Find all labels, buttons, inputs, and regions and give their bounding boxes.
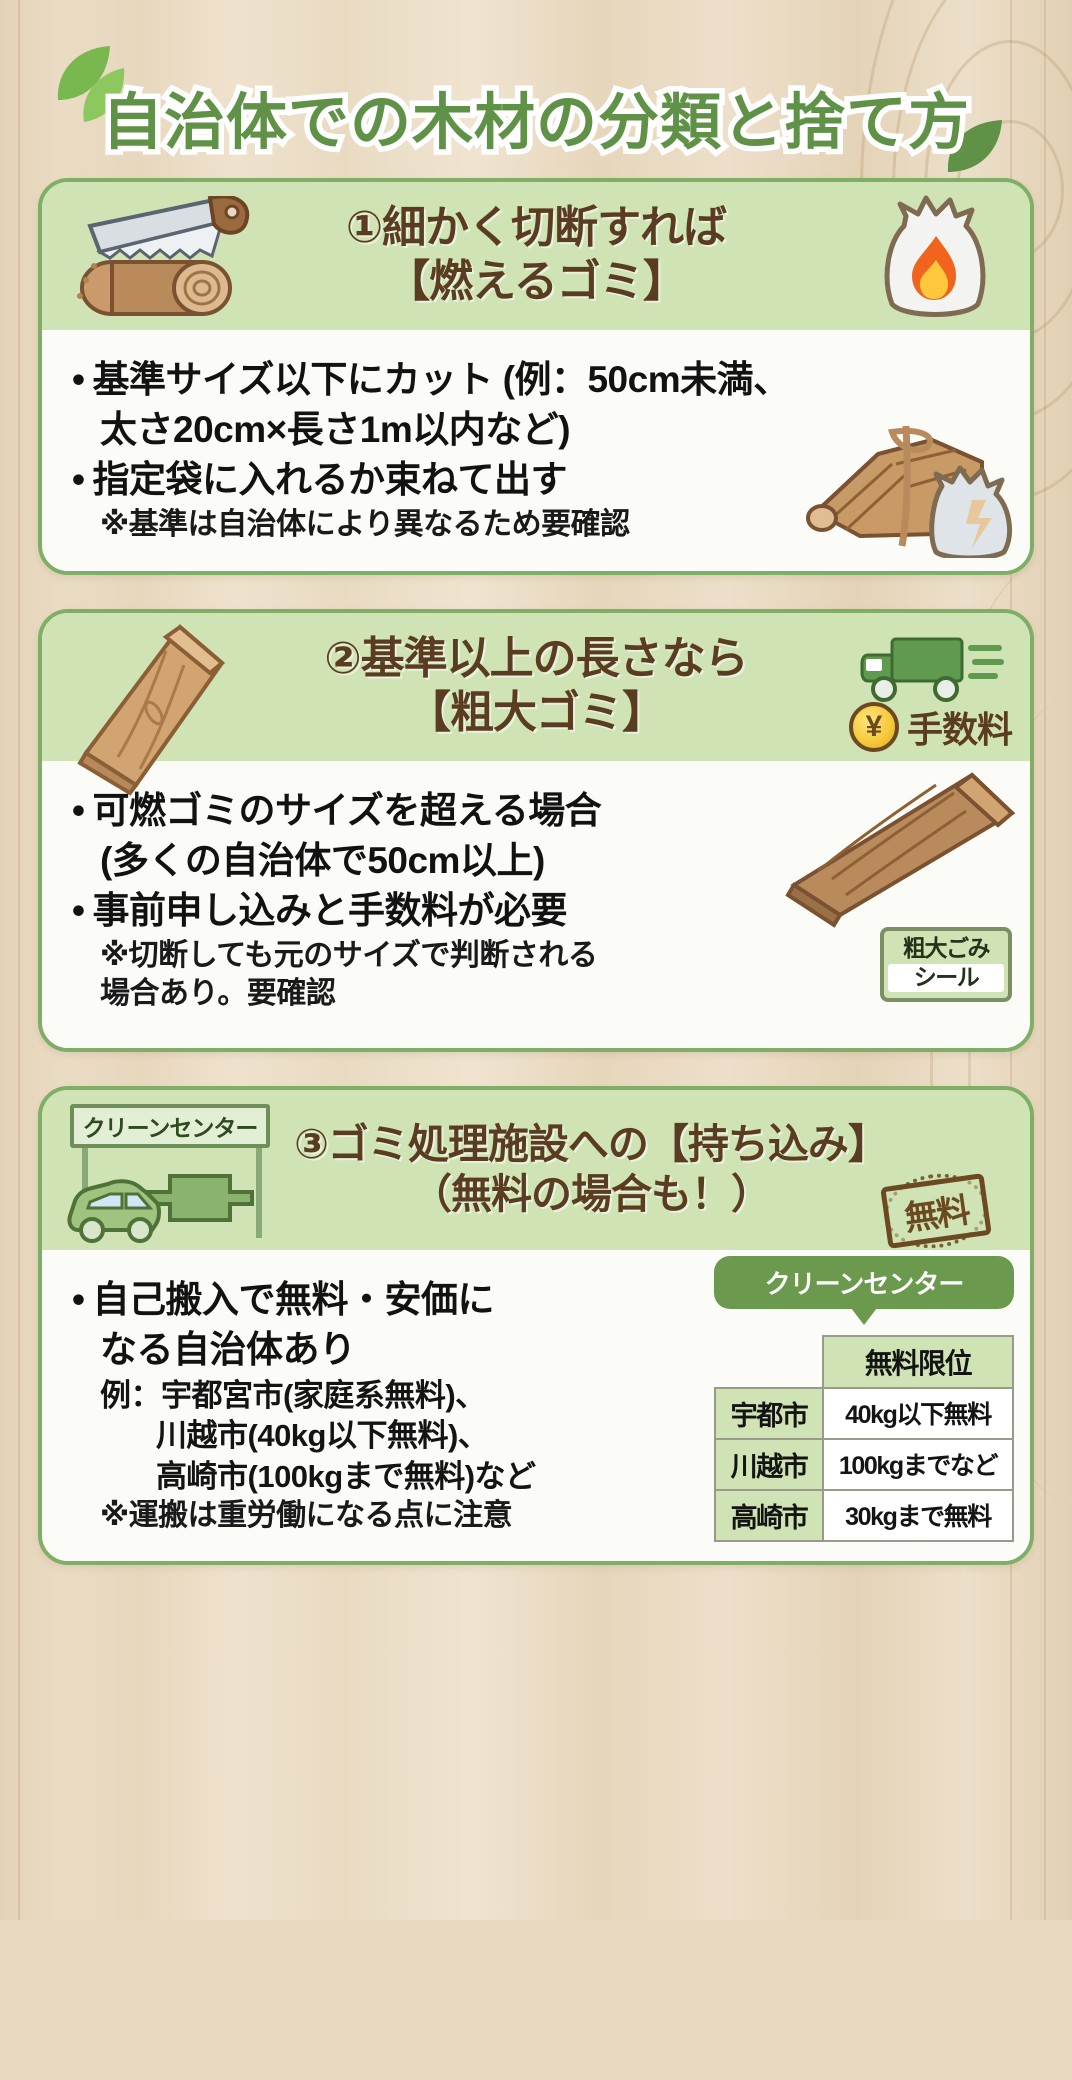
card2-header-line1: ②基準以上の長さなら (324, 634, 748, 683)
list-item: • 可燃ゴミのサイズを超える場合 (72, 787, 1004, 835)
list-item: • 自己搬入で無料・安価に (72, 1276, 700, 1324)
card2-header: ②基準以上の長さなら 【粗大ゴミ】 ¥ 手数料 (42, 612, 1030, 796)
example-line: 高崎市(100kgまで無料)など (156, 1458, 536, 1494)
bullet-mark: • (72, 1278, 85, 1320)
table-row: 宇都市 40kg以下無料 (714, 1386, 1014, 1440)
green-truck-icon (858, 631, 1008, 714)
card1-header-text: ①細かく切断すれば 【燃えるゴミ】 (345, 201, 727, 308)
sticker-line1: 粗大ごみ (903, 934, 991, 961)
card3-header-line1: ③ゴミ処理施設への【持ち込み】 (294, 1120, 889, 1167)
bullet-text: 指定袋に入れるか束ねて出す (92, 459, 567, 501)
card1-note: ※基準は自治体により異なるため要確認 (100, 508, 630, 542)
bullet-mark: • (72, 459, 85, 501)
card-burnable-waste: ①細かく切断すれば 【燃えるゴミ】 • 基準サイズ以下にカット (例：50cm未… (38, 178, 1034, 575)
card1-body: • 基準サイズ以下にカット (例：50cm未満、 太さ20cm×長さ1m以内など… (42, 330, 1030, 571)
oversized-waste-sticker: 粗大ごみ シール (880, 926, 1012, 1002)
burning-garbage-bag-icon (870, 192, 1000, 329)
table-cell-value: 40kg以下無料 (822, 1386, 1014, 1440)
title-block: 自治体での木材の分類と捨て方 (38, 0, 1034, 178)
example-line: 川越市(40kg以下無料)、 (156, 1418, 489, 1454)
card-oversized-waste: ②基準以上の長さなら 【粗大ゴミ】 ¥ 手数料 (38, 608, 1034, 1052)
table-header-row: 無料限位 (715, 1334, 1014, 1389)
wood-beam-icon (776, 767, 1026, 942)
bullet-mark: • (72, 359, 85, 400)
card3-header-text: ③ゴミ処理施設への【持ち込み】 （無料の場合も！） (184, 1119, 889, 1219)
table-cell-city: 宇都市 (714, 1386, 824, 1440)
table-row: 高崎市 30kgまで無料 (714, 1488, 1014, 1542)
example-line: 例：宇都宮市(家庭系無料)、 (100, 1377, 486, 1413)
bullet-text: 可燃ゴミのサイズを超える場合 (92, 789, 602, 831)
bullet-text: 太さ20cm×長さ1m以内など) (100, 409, 571, 451)
green-car-icon (64, 1160, 274, 1251)
sign-label: クリーンセンター (82, 1114, 259, 1141)
yen-coin-icon: ¥ (848, 701, 899, 752)
clean-center-sign-with-car-icon: クリーンセンター (64, 1103, 284, 1244)
bullet-text: なる自治体あり (100, 1328, 356, 1370)
list-item: • 基準サイズ以下にカット (例：50cm未満、 (72, 356, 1004, 404)
table-cell-value: 30kgまで無料 (822, 1488, 1014, 1542)
bullet-mark: • (72, 889, 85, 931)
infographic-page: 自治体での木材の分類と捨て方 (38, 0, 1034, 1566)
page-title: 自治体での木材の分類と捨て方 (96, 83, 974, 162)
free-limit-table-block: クリーンセンター 無料限位 宇都市 40kg以下無料 (714, 1255, 1014, 1542)
bundled-logs-icon (786, 408, 1016, 563)
stamp-box: 無料 (880, 1172, 992, 1249)
table-row: 川越市 100kgまでなど (714, 1437, 1014, 1491)
card3-body: • 自己搬入で無料・安価に なる自治体あり 例：宇都宮市(家庭系無料)、 川越市… (42, 1249, 1030, 1562)
card3-header: クリーンセンター ③ゴミ処理施設への【持ち込み】 (42, 1089, 1030, 1255)
table-corner-cell (715, 1336, 823, 1388)
card2-note-line1: ※切断しても元のサイズで判断される (100, 938, 598, 972)
table-header-free-limit: 無料限位 (822, 1334, 1014, 1389)
card2-note-line2: 場合あり。要確認 (100, 977, 336, 1011)
table-cell-city: 高崎市 (714, 1488, 824, 1542)
sticker-line2: シール (888, 964, 1004, 992)
card2-header-text: ②基準以上の長さなら 【粗大ゴミ】 (324, 632, 748, 739)
lumber-plank-icon (70, 621, 240, 801)
table-cell-value: 100kgまでなど (822, 1437, 1014, 1491)
card-facility-dropoff: クリーンセンター ③ゴミ処理施設への【持ち込み】 (38, 1085, 1034, 1566)
free-stamp-icon: 無料 (879, 1166, 993, 1255)
free-limit-table: 無料限位 宇都市 40kg以下無料 川越市 100kgまでなど (714, 1334, 1014, 1542)
card2-header-line2: 【粗大ゴミ】 (406, 687, 666, 737)
stamp-label: 無料 (902, 1190, 971, 1238)
card1-header: ①細かく切断すれば 【燃えるゴミ】 (42, 182, 1030, 330)
bullet-text: 基準サイズ以下にカット (例：50cm未満、 (92, 359, 790, 400)
list-item: なる自治体あり (72, 1326, 700, 1374)
leaf-icon (52, 38, 162, 128)
list-item: (多くの自治体で50cm以上) (72, 837, 1004, 885)
wood-grain-line (18, 0, 20, 1920)
bullet-mark: • (72, 789, 85, 831)
bullet-text: (多くの自治体で50cm以上) (100, 839, 545, 881)
card3-note: ※運搬は重労働になる点に注意 (100, 1498, 513, 1532)
clean-center-sign-board: クリーンセンター (70, 1103, 270, 1148)
card3-header-line2: （無料の場合も！） (411, 1170, 772, 1217)
list-item: 太さ20cm×長さ1m以内など) (72, 406, 1004, 454)
clean-center-bubble: クリーンセンター (714, 1255, 1014, 1325)
saw-and-log-icon (64, 194, 254, 329)
card1-header-line1: ①細かく切断すれば (345, 203, 727, 253)
bubble-label: クリーンセンター (764, 1268, 965, 1299)
fee-label: 手数料 (906, 708, 1013, 750)
sign-post (256, 1147, 262, 1238)
list-item: • 事前申し込みと手数料が必要 (72, 887, 1004, 935)
leaf-icon (938, 116, 1008, 180)
fee-badge: ¥ 手数料 (848, 701, 1013, 753)
table-cell-city: 川越市 (714, 1437, 824, 1491)
bullet-text: 自己搬入で無料・安価に (92, 1278, 494, 1320)
card1-header-line2: 【燃えるゴミ】 (386, 257, 687, 306)
card2-body: • 可燃ゴミのサイズを超える場合 (多くの自治体で50cm以上) • 事前申し込… (42, 760, 1030, 1048)
bullet-text: 事前申し込みと手数料が必要 (92, 889, 567, 931)
list-item: • 指定袋に入れるか束ねて出す (72, 456, 1004, 504)
